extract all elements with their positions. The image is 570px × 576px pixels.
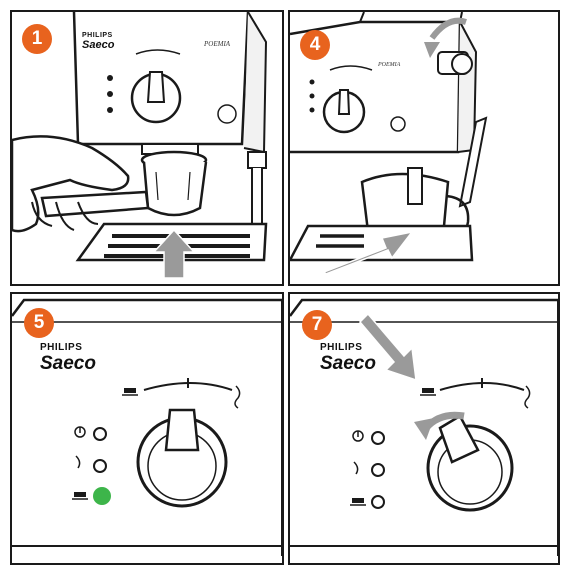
brand-saeco: Saeco: [40, 353, 96, 374]
drip-tray: [290, 224, 474, 262]
brand-logo: PHILIPS Saeco: [82, 32, 114, 51]
step-badge: 5: [24, 308, 54, 338]
coffee-light: [371, 495, 385, 509]
model-name: POEMIA: [378, 62, 401, 68]
push-arrow-icon: [322, 230, 414, 275]
steam-wand-tip: [247, 151, 267, 169]
power-light: [371, 431, 385, 445]
rotate-arrow-icon: [429, 17, 467, 40]
steam-icon: [353, 461, 359, 475]
panel-step-7: 7 PHILIPS Saeco: [288, 292, 560, 565]
panel-step-5: 5 PHILIPS Saeco: [10, 292, 284, 565]
push-arrow-icon: [358, 312, 417, 382]
coffee-cup-icon: [72, 492, 88, 500]
power-button: [107, 75, 113, 81]
panel-step-4: 4 POEMIA: [288, 10, 560, 286]
steam-icon: [524, 385, 531, 409]
brand-philips: PHILIPS: [320, 342, 363, 353]
pressure-gauge: [217, 104, 237, 124]
coffee-cup-icon: [420, 388, 436, 396]
brand-logo: PHILIPS Saeco: [40, 342, 96, 375]
hand: [12, 135, 130, 233]
steam-light: [93, 459, 107, 473]
power-icon: [74, 426, 86, 438]
brand-saeco: Saeco: [320, 353, 376, 374]
coffee-button: [107, 107, 113, 113]
brand-philips: PHILIPS: [82, 32, 113, 39]
push-arrow-icon: [152, 228, 196, 279]
brand-philips: PHILIPS: [40, 342, 83, 353]
coffee-cup-icon: [122, 388, 138, 396]
model-name: POEMIA: [204, 40, 231, 48]
steam-button: [107, 91, 113, 97]
brand-saeco: Saeco: [82, 39, 115, 51]
coffee-cup-icon: [350, 498, 366, 506]
steam-icon: [75, 455, 81, 469]
dial-pointer: [438, 414, 480, 464]
dial-pointer: [164, 408, 200, 452]
panel-4-illustration: [290, 12, 488, 275]
steam-light: [371, 463, 385, 477]
step-badge: 4: [300, 30, 330, 60]
coffee-ready-light: [93, 487, 111, 505]
power-light: [93, 427, 107, 441]
step-badge: 1: [22, 24, 52, 54]
brand-logo: PHILIPS Saeco: [320, 342, 376, 375]
panel-step-1: 1 PHILIPS Saeco POEMIA: [10, 10, 284, 286]
panel-7-illustration: [290, 298, 558, 556]
step-badge: 7: [302, 310, 332, 340]
panel-5-illustration: [12, 298, 282, 556]
filter-handle: [40, 190, 150, 218]
power-icon: [352, 430, 364, 442]
panel-1-illustration: [12, 12, 268, 279]
steam-icon: [234, 385, 241, 409]
